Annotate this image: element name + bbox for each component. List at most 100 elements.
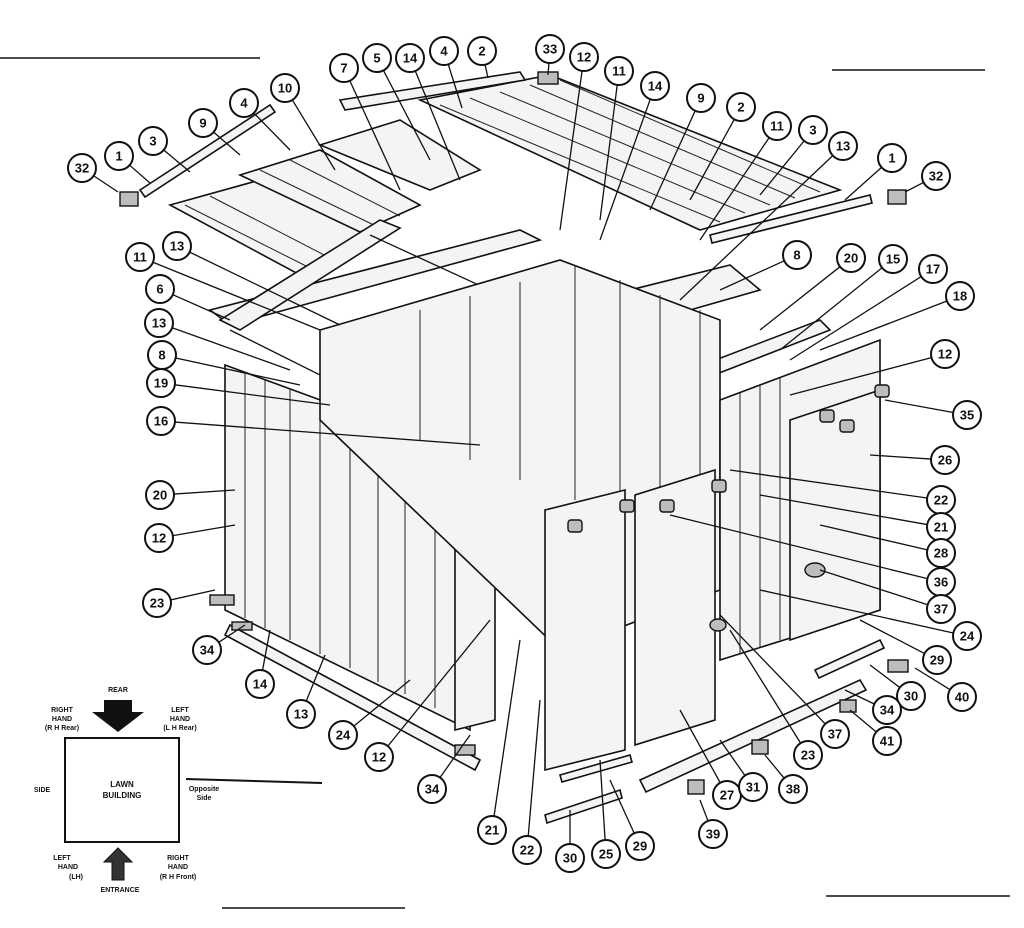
callout-7: 7 (329, 53, 359, 83)
callout-number: 34 (425, 782, 440, 797)
callout-number: 29 (930, 653, 944, 668)
bracket-38 (751, 739, 769, 755)
callout-circle (192, 635, 222, 665)
callout-18: 18 (945, 281, 975, 311)
callout-22: 22 (926, 485, 956, 515)
callout-36: 36 (926, 567, 956, 597)
callout-number: 38 (786, 782, 800, 797)
callout-number: 41 (880, 734, 894, 749)
callout-number: 32 (75, 161, 89, 176)
callout-circle (793, 740, 823, 770)
plan-right-front-3: (R H Front) (160, 874, 197, 881)
callout-circle (877, 143, 907, 173)
callout-number: 30 (904, 689, 918, 704)
callout-circle (896, 681, 926, 711)
callout-circle (762, 111, 792, 141)
callout-circle (921, 161, 951, 191)
callout-number: 36 (934, 575, 948, 590)
callout-leader (669, 514, 928, 580)
callout-leader (729, 469, 928, 499)
callout-leader (599, 759, 606, 841)
callout-leader (719, 614, 826, 725)
callout-number: 14 (403, 51, 418, 66)
callout-16: 16 (146, 406, 176, 436)
callout-circle (329, 53, 359, 83)
plan-opposite-2: Side (197, 795, 212, 802)
callout-circle (142, 588, 172, 618)
callout-6: 6 (145, 274, 175, 304)
plan-left-front-3: (LH) (69, 874, 83, 881)
plan-center-2: BUILDING (103, 791, 142, 800)
callout-number: 8 (793, 248, 800, 263)
callout-number: 7 (340, 61, 347, 76)
callout-24: 24 (328, 720, 358, 750)
callout-34: 34 (417, 774, 447, 804)
callout-number: 1 (115, 149, 122, 164)
callout-circle (778, 774, 808, 804)
door-right (634, 468, 716, 747)
callout-circle (145, 274, 175, 304)
plan-opposite-rule (185, 778, 323, 784)
callout-13: 13 (162, 231, 192, 261)
callout-32: 32 (67, 153, 97, 183)
callout-leader (174, 421, 481, 446)
callout-circle (467, 36, 497, 66)
plan-right-rear-3: (R H Rear) (45, 725, 79, 732)
callout-circle (395, 43, 425, 73)
callout-17: 17 (918, 254, 948, 284)
callout-number: 24 (336, 728, 351, 743)
door-track-29 (559, 754, 633, 783)
callout-leader (353, 679, 411, 727)
callout-number: 6 (156, 282, 163, 297)
callout-leader (559, 70, 583, 231)
callout-11: 11 (604, 56, 634, 86)
callout-circle (146, 368, 176, 398)
threshold-30 (544, 788, 623, 825)
callout-number: 23 (150, 596, 164, 611)
callout-leader (599, 84, 618, 221)
callout-23: 23 (793, 740, 823, 770)
callout-circle (952, 400, 982, 430)
callout-number: 11 (612, 64, 626, 79)
callout-leader (163, 149, 191, 173)
callout-leader (699, 799, 709, 822)
plan-side-label: SIDE (34, 787, 51, 794)
callout-20: 20 (836, 243, 866, 273)
callout-circle (640, 71, 670, 101)
callout-leader (189, 251, 341, 326)
callout-leader (789, 275, 922, 361)
callout-leader (171, 327, 291, 371)
callout-circle (188, 108, 218, 138)
callout-leader (844, 166, 882, 201)
hinge-7 (874, 384, 890, 398)
callout-14: 14 (395, 43, 425, 73)
callout-circle (820, 719, 850, 749)
callout-number: 9 (199, 116, 206, 131)
callout-circle (429, 36, 459, 66)
callout-number: 1 (888, 151, 895, 166)
callout-number: 13 (152, 316, 166, 331)
callout-circle (162, 231, 192, 261)
callout-leader (764, 754, 785, 779)
callout-33: 33 (535, 34, 565, 64)
callout-circle (625, 831, 655, 861)
callout-leader (904, 181, 924, 193)
callout-circle (872, 726, 902, 756)
callout-3: 3 (138, 126, 168, 156)
callout-number: 12 (577, 50, 591, 65)
callout-leader (174, 384, 331, 406)
hinge-4 (711, 479, 727, 493)
callout-20: 20 (145, 480, 175, 510)
callout-circle (828, 131, 858, 161)
callout-11: 11 (762, 111, 792, 141)
back-wall-ribs (419, 265, 701, 570)
callout-circle (535, 34, 565, 64)
plan-left-rear-3: (L H Rear) (163, 725, 196, 732)
hinge-3 (659, 499, 675, 513)
callout-leader (253, 112, 291, 151)
callout-14: 14 (640, 71, 670, 101)
callout-34: 34 (872, 695, 902, 725)
callout-12: 12 (144, 523, 174, 553)
plan-entrance-arrow (102, 847, 134, 881)
callout-9: 9 (188, 108, 218, 138)
